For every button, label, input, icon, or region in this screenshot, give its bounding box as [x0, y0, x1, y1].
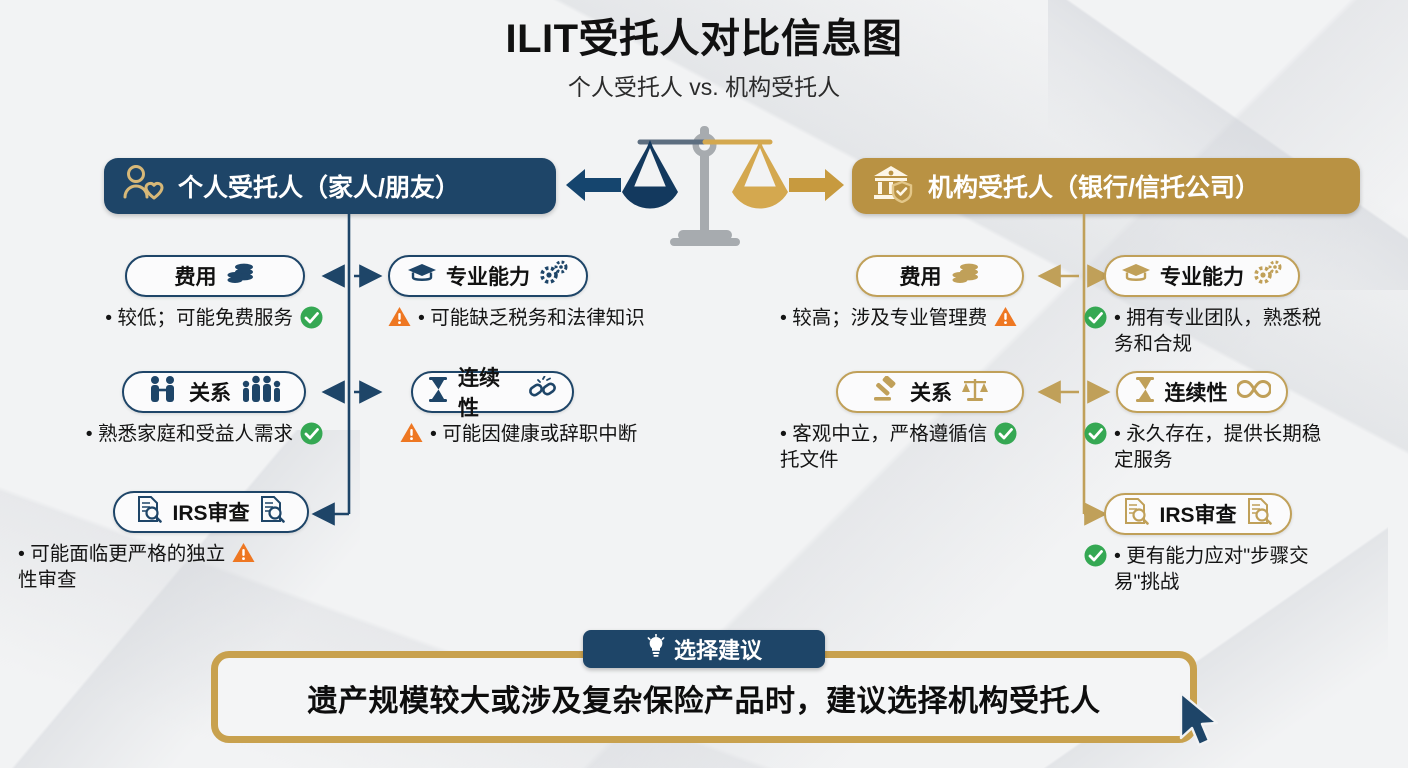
pill-label: 关系 — [189, 382, 231, 405]
gears-gold-icon — [1253, 260, 1283, 292]
coins-icon — [226, 260, 256, 292]
gears-icon — [539, 260, 569, 292]
pill-label: 专业能力 — [446, 266, 530, 289]
pill-label: 关系 — [910, 382, 952, 405]
bullet-text: • 较低；可能免费服务 — [105, 307, 293, 329]
pill-individual-expertise[interactable]: 专业能力 — [388, 255, 588, 297]
pill-individual-relationship[interactable]: 关系 — [122, 371, 306, 413]
bullet-text: • 拥有专业团队，熟悉税 务和合规 — [1114, 307, 1322, 356]
bullet-individual-expertise: • 可能缺乏税务和法律知识 — [388, 305, 688, 334]
pill-label: 连续性 — [1164, 382, 1228, 405]
bullet-text: • 更有能力应对"步骤交 易"挑战 — [1114, 545, 1309, 594]
bullet-text: • 客观中立，严格遵循信 托文件 — [780, 423, 988, 472]
two-people-icon — [146, 375, 180, 409]
bullet-corporate-irs: • 更有能力应对"步骤交 易"挑战 — [1084, 543, 1394, 595]
hourglass-gold-icon — [1134, 376, 1156, 409]
pill-corporate-expertise[interactable]: 专业能力 — [1104, 255, 1300, 297]
bullet-text: • 可能面临更严格的独立 性审查 — [18, 543, 226, 592]
pill-individual-irs[interactable]: IRS审查 — [113, 491, 309, 533]
bullet-corporate-relationship: • 客观中立，严格遵循信 托文件 — [780, 421, 1042, 473]
person-heart-icon — [122, 164, 164, 209]
hourglass-icon — [427, 376, 449, 409]
bullet-corporate-continuity: • 永久存在，提供长期稳 定服务 — [1084, 421, 1394, 473]
bullet-individual-relationship: • 熟悉家庭和受益人需求 — [12, 421, 323, 452]
pill-label: IRS审查 — [172, 502, 250, 525]
document-search-icon — [136, 495, 163, 529]
pill-corporate-relationship[interactable]: 关系 — [836, 371, 1024, 413]
graduation-cap-icon — [407, 261, 437, 291]
lightbulb-icon — [646, 633, 666, 664]
pill-corporate-fees[interactable]: 费用 — [856, 255, 1024, 297]
broken-chain-icon — [528, 375, 558, 408]
page-subtitle: 个人受托人 vs. 机构受托人 — [567, 74, 841, 100]
document-search-gold-icon — [1123, 497, 1150, 531]
pill-label: IRS审查 — [1159, 504, 1237, 527]
gavel-icon — [871, 375, 901, 408]
recommendation-badge-label: 选择建议 — [673, 638, 762, 663]
check-icon — [300, 306, 323, 336]
arrow-right-icon — [789, 168, 845, 207]
document-audit-icon — [259, 495, 286, 529]
pill-corporate-irs[interactable]: IRS审查 — [1104, 493, 1292, 535]
balance-scale-graphic — [620, 118, 790, 248]
pill-label: 专业能力 — [1160, 266, 1244, 289]
bullet-text: • 可能因健康或辞职中断 — [430, 423, 638, 445]
banner-individual-trustee[interactable]: 个人受托人（家人/朋友） — [104, 158, 556, 214]
scales-icon — [961, 376, 989, 408]
warning-icon — [232, 542, 255, 570]
pill-label: 费用 — [174, 266, 217, 289]
pill-corporate-continuity[interactable]: 连续性 — [1116, 371, 1288, 413]
check-icon — [300, 422, 323, 452]
recommendation-text: 遗产规模较大或涉及复杂保险产品时，建议选择机构受托人 — [307, 685, 1101, 718]
warning-icon — [400, 422, 423, 450]
bullet-text: • 较高；涉及专业管理费 — [780, 307, 988, 329]
bullet-individual-irs: • 可能面临更严格的独立 性审查 — [18, 541, 323, 593]
bullet-individual-continuity: • 可能因健康或辞职中断 — [400, 421, 690, 450]
arrow-left-icon — [565, 168, 621, 207]
check-icon — [1084, 544, 1107, 574]
bullet-text: • 永久存在，提供长期稳 定服务 — [1114, 423, 1322, 472]
bullet-text: • 可能缺乏税务和法律知识 — [418, 307, 645, 329]
bullet-corporate-expertise: • 拥有专业团队，熟悉税 务和合规 — [1084, 305, 1394, 357]
bullet-corporate-fees: • 较高；涉及专业管理费 — [780, 305, 1042, 334]
banner-corporate-label: 机构受托人（银行/信托公司） — [928, 174, 1260, 202]
check-icon — [994, 422, 1017, 452]
bank-shield-icon — [870, 163, 914, 210]
bullet-individual-fees: • 较低；可能免费服务 — [33, 305, 323, 336]
family-icon — [240, 375, 282, 409]
infinity-icon — [1235, 379, 1272, 405]
document-audit-gold-icon — [1246, 497, 1273, 531]
pill-individual-fees[interactable]: 费用 — [125, 255, 305, 297]
check-icon — [1084, 422, 1107, 452]
coins-gold-icon — [951, 260, 981, 292]
recommendation-badge[interactable]: 选择建议 — [583, 630, 825, 668]
warning-icon — [388, 306, 411, 334]
title-block: ILIT受托人对比信息图 个人受托人 vs. 机构受托人 — [0, 14, 1408, 102]
warning-icon — [994, 306, 1017, 334]
banner-individual-label: 个人受托人（家人/朋友） — [178, 174, 460, 202]
page-title: ILIT受托人对比信息图 — [505, 17, 903, 61]
pill-label: 连续性 — [458, 367, 500, 420]
banner-corporate-trustee[interactable]: 机构受托人（银行/信托公司） — [852, 158, 1360, 214]
bullet-text: • 熟悉家庭和受益人需求 — [85, 423, 293, 445]
mouse-pointer-icon — [1176, 690, 1228, 757]
graduation-cap-gold-icon — [1121, 261, 1151, 291]
check-icon — [1084, 306, 1107, 336]
pill-label: 费用 — [899, 266, 942, 289]
pill-individual-continuity[interactable]: 连续性 — [411, 367, 574, 420]
